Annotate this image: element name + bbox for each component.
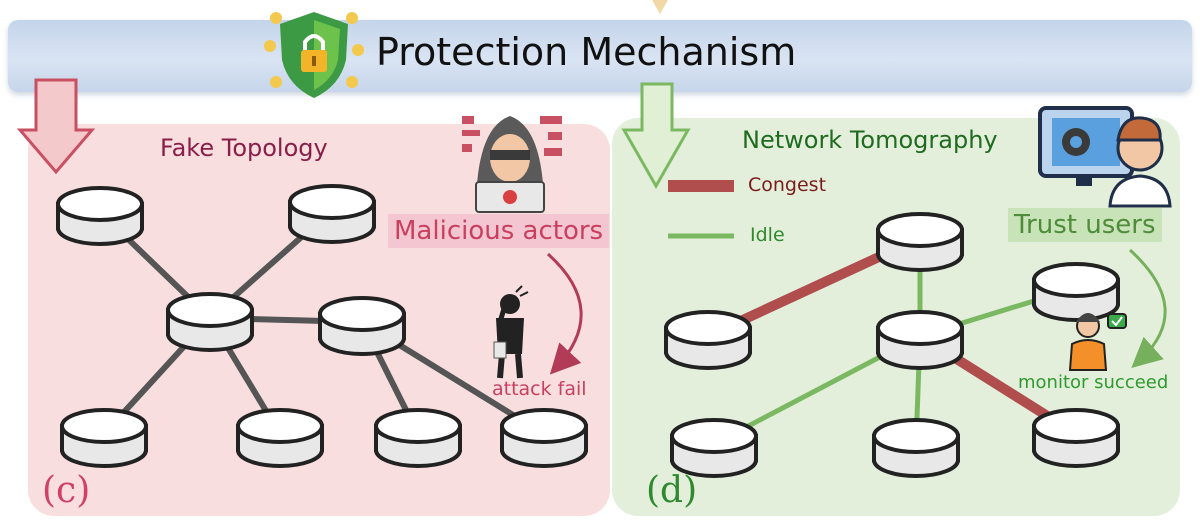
monitor-succeed-label: monitor succeed: [1018, 372, 1169, 393]
trust-users-label: Trust users: [1008, 208, 1162, 242]
fake-topology-title: Fake Topology: [160, 134, 328, 162]
operator-check-icon: [1068, 313, 1127, 371]
top-arrow-icon: [652, 0, 668, 14]
router-icon: [500, 408, 588, 468]
router-icon: [166, 292, 254, 352]
trust-arrow-icon: [1128, 248, 1167, 369]
router-icon: [236, 408, 324, 468]
router-icon: [670, 418, 758, 478]
panel-c-tag: (c): [42, 470, 91, 511]
router-icon: [60, 408, 148, 468]
legend-congest-label: Congest: [748, 174, 827, 196]
router-icon: [664, 310, 752, 370]
down-arrow-green-icon: [621, 82, 691, 190]
router-icon: [1032, 408, 1120, 468]
router-icon: [288, 184, 376, 244]
router-icon: [374, 408, 462, 468]
router-icon: [56, 186, 144, 246]
down-arrow-pink-icon: [16, 78, 96, 175]
network-tomography-title: Network Tomography: [742, 126, 998, 154]
admin-monitor-icon: [1038, 106, 1172, 208]
panel-d-tag: (d): [646, 470, 698, 511]
protection-banner: [8, 20, 1192, 92]
frustrated-person-icon: [493, 285, 529, 379]
router-icon: [872, 418, 960, 478]
router-icon: [876, 310, 964, 370]
hacker-icon: [462, 116, 562, 213]
router-icon: [1032, 262, 1120, 322]
attack-fail-label: attack fail: [492, 378, 587, 400]
router-icon: [318, 296, 406, 356]
shield-lock-icon: [264, 12, 364, 98]
banner-title: Protection Mechanism: [376, 30, 797, 74]
attack-arrow-icon: [546, 252, 583, 375]
malicious-actors-label: Malicious actors: [388, 214, 610, 248]
legend-idle-label: Idle: [750, 224, 785, 246]
router-icon: [876, 212, 964, 272]
